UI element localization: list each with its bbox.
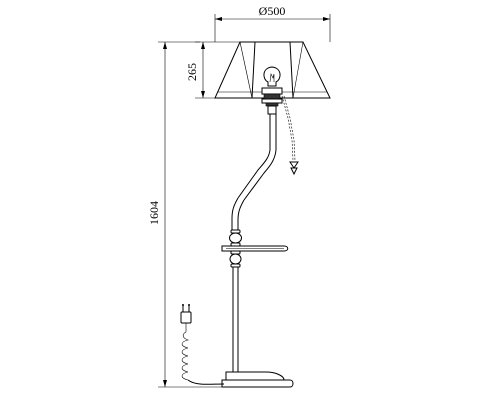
total-height-label: 1604 bbox=[147, 201, 161, 225]
lower-pole bbox=[232, 267, 239, 372]
power-cord bbox=[180, 304, 225, 385]
power-plug bbox=[180, 311, 192, 324]
light-bulb bbox=[263, 66, 281, 87]
shade-height-dimension: 265 bbox=[185, 41, 240, 99]
lamp-stem bbox=[231, 114, 277, 232]
total-height-dimension: 1604 bbox=[147, 41, 238, 388]
shade-diameter-label: Ø500 bbox=[259, 4, 286, 18]
shade-height-label: 265 bbox=[185, 63, 199, 81]
lamp-socket bbox=[261, 87, 283, 115]
shade-diameter-dimension: Ø500 bbox=[214, 4, 331, 42]
pull-chain bbox=[281, 95, 299, 176]
side-tray-assembly bbox=[221, 229, 289, 268]
lamp-base bbox=[221, 371, 294, 388]
lamp-shade bbox=[214, 41, 331, 99]
